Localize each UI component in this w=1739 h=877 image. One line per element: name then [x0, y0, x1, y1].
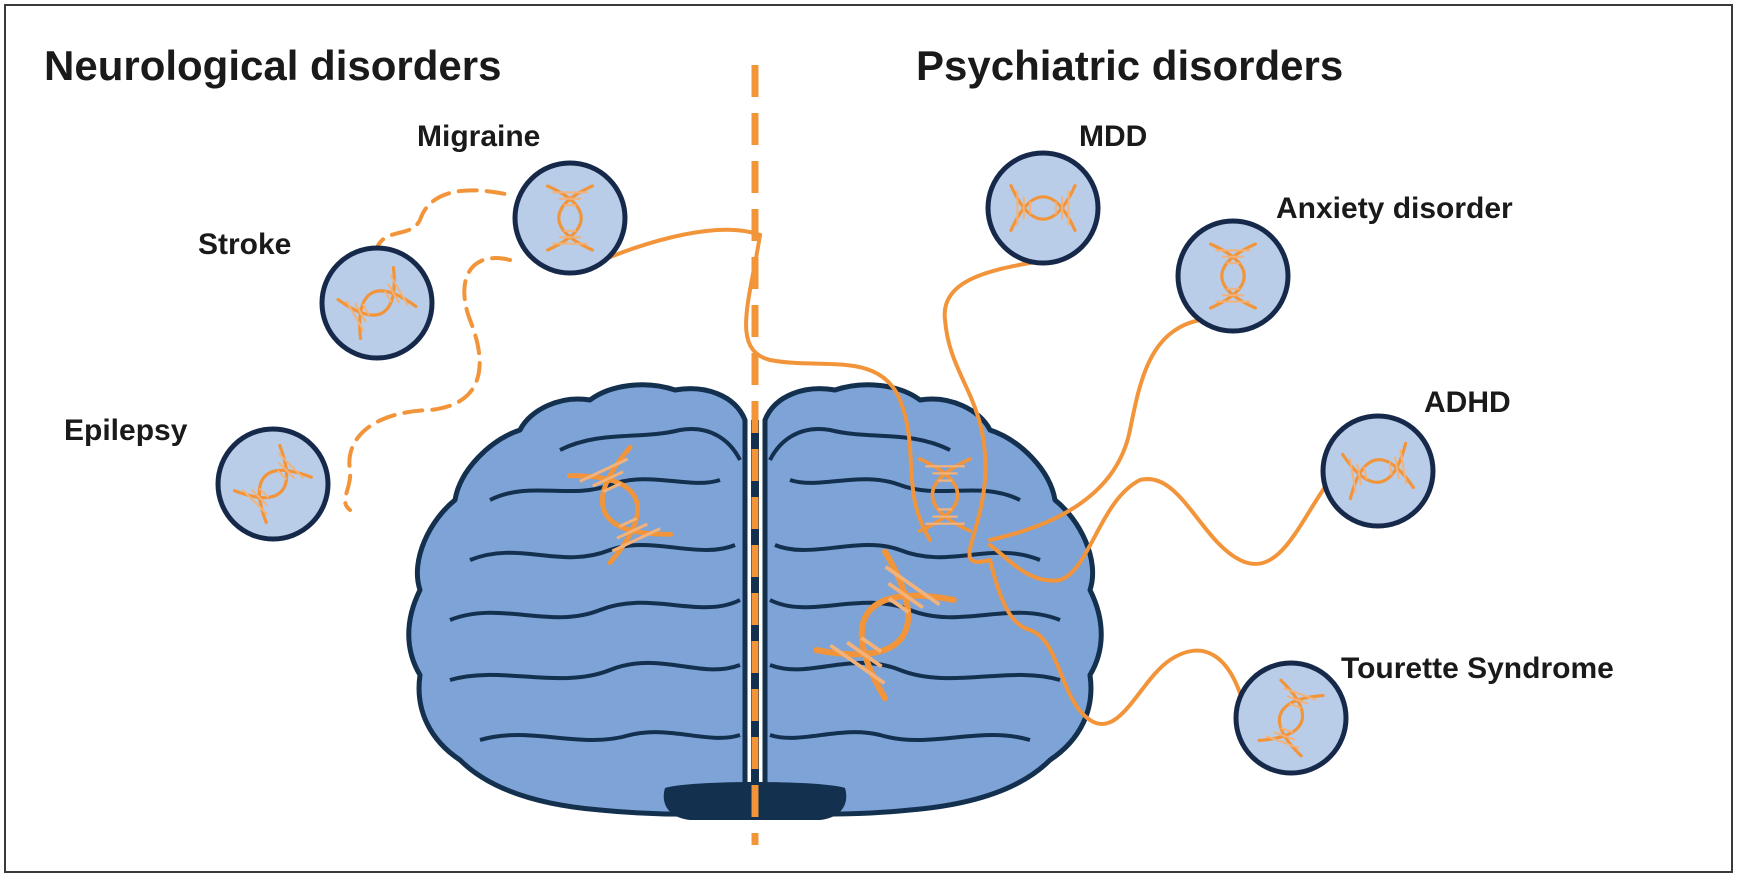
heading-psychiatric: Psychiatric disorders [916, 42, 1343, 90]
node-tourette [1236, 663, 1346, 773]
node-adhd [1323, 416, 1433, 526]
heading-neurological: Neurological disorders [44, 42, 501, 90]
node-stroke [322, 248, 432, 358]
label-migraine: Migraine [417, 120, 540, 154]
label-adhd: ADHD [1424, 386, 1511, 420]
connector-stroke-migraine [375, 190, 510, 255]
brain-left-hemisphere [409, 385, 745, 814]
label-stroke: Stroke [198, 228, 291, 262]
node-migraine [515, 163, 625, 273]
node-anxiety [1178, 221, 1288, 331]
label-anxiety: Anxiety disorder [1276, 192, 1513, 226]
node-mdd [988, 153, 1098, 263]
label-tourette: Tourette Syndrome [1341, 652, 1614, 686]
label-mdd: MDD [1079, 120, 1147, 154]
label-epilepsy: Epilepsy [64, 414, 187, 448]
node-epilepsy [218, 429, 328, 539]
